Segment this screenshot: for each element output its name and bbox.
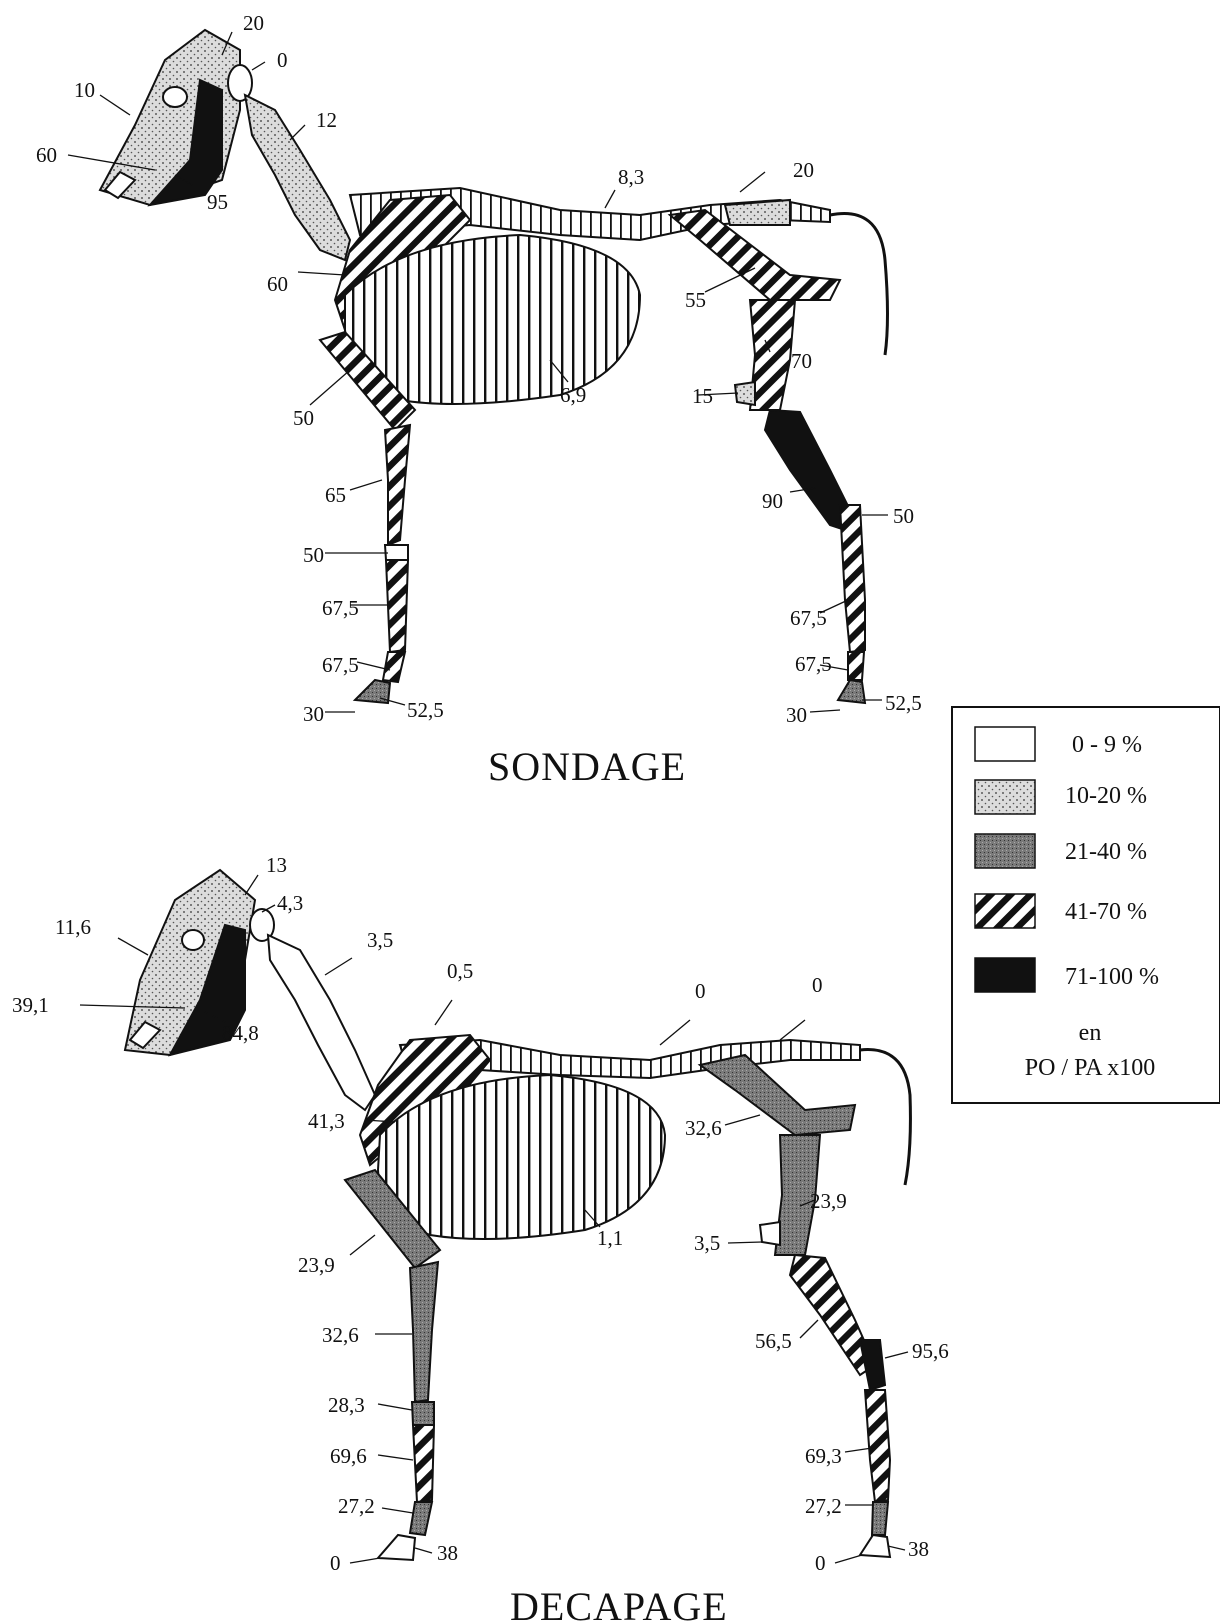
label-back: 8,3 <box>618 165 644 189</box>
label-meta-hind: 67,5 <box>790 606 827 630</box>
label-mandible-b: 84,8 <box>222 1021 259 1045</box>
upper-femur <box>750 300 795 410</box>
label-pelvis: 32,6 <box>685 1116 722 1140</box>
label-pastern-front: 52,5 <box>407 698 444 722</box>
title-decapage: DECAPAGE <box>510 1584 728 1623</box>
label-tibia: 56,5 <box>755 1329 792 1353</box>
label-pastern-hind: 52,5 <box>885 691 922 715</box>
label-scapula-low: 50 <box>293 406 314 430</box>
lower-tibia <box>790 1255 875 1375</box>
label-atlas: 4,3 <box>277 891 303 915</box>
label-meta-hind: 69,3 <box>805 1444 842 1468</box>
upper-skeleton <box>100 30 888 703</box>
label-humerus-low: 23,9 <box>298 1253 335 1277</box>
label-tibia: 90 <box>762 489 783 513</box>
lower-front-hoof <box>378 1535 415 1560</box>
legend: 0 - 9 % 10-20 % 21-40 % 41-70 % 71-100 %… <box>952 707 1220 1103</box>
label-ribs: 6,9 <box>560 383 586 407</box>
label-hoof-hind: 0 <box>815 1551 826 1575</box>
upper-hind-pastern <box>848 652 864 680</box>
label-hock: 50 <box>893 504 914 528</box>
label-sacrum: 20 <box>793 158 814 182</box>
label-neck: 3,5 <box>367 928 393 952</box>
legend-swatch-hatch <box>975 894 1035 928</box>
legend-swatch-grey <box>975 834 1035 868</box>
label-femur: 23,9 <box>810 1189 847 1213</box>
legend-footer-ratio: PO / PA x100 <box>1025 1055 1156 1081</box>
label-neck: 12 <box>316 108 337 132</box>
lower-neck <box>268 935 375 1110</box>
label-patella: 3,5 <box>694 1231 720 1255</box>
label-withers: 60 <box>267 272 288 296</box>
legend-footer-en: en <box>1079 1020 1102 1046</box>
upper-front-cannon <box>386 560 408 652</box>
label-skull: 10 <box>74 78 95 102</box>
label-pastern-front: 38 <box>437 1541 458 1565</box>
label-meta-front: 69,6 <box>330 1444 367 1468</box>
label-back: 0 <box>695 979 706 1003</box>
label-scapula: 41,3 <box>308 1109 345 1133</box>
label-patella: 15 <box>692 384 713 408</box>
legend-label-3: 41-70 % <box>1065 899 1147 925</box>
label-mandible-a: 60 <box>36 143 57 167</box>
label-femur: 70 <box>791 349 812 373</box>
label-humerus: 65 <box>325 483 346 507</box>
label-poll: 13 <box>266 853 287 877</box>
lower-hind-cannon <box>865 1390 890 1502</box>
label-poll: 20 <box>243 11 264 35</box>
lower-hind-hoof <box>860 1535 890 1557</box>
label-ribs: 1,1 <box>597 1226 623 1250</box>
label-atlas: 0 <box>277 48 288 72</box>
legend-swatch-black <box>975 958 1035 992</box>
legend-swatch-white <box>975 727 1035 761</box>
upper-front-pastern <box>383 652 405 682</box>
lower-front-cannon <box>413 1425 434 1502</box>
label-withers: 0,5 <box>447 959 473 983</box>
legend-label-4: 71-100 % <box>1065 964 1159 990</box>
upper-hind-cannon <box>840 505 865 652</box>
lower-orbit <box>182 930 204 950</box>
label-pastern-hind: 38 <box>908 1537 929 1561</box>
label-phalanx-hind: 27,2 <box>805 1494 842 1518</box>
lower-front-pastern <box>410 1502 432 1535</box>
label-hoof-front: 0 <box>330 1551 341 1575</box>
label-phalanx-front: 67,5 <box>322 653 359 677</box>
label-phalanx-front: 27,2 <box>338 1494 375 1518</box>
label-skull: 11,6 <box>55 915 91 939</box>
label-sacrum: 0 <box>812 973 823 997</box>
lower-hind-pastern <box>872 1502 888 1535</box>
lower-front-carpus <box>412 1402 434 1425</box>
legend-label-0: 0 - 9 % <box>1072 732 1142 758</box>
lower-patella <box>760 1222 780 1245</box>
upper-front-carpus <box>385 545 408 560</box>
legend-swatch-dots <box>975 780 1035 814</box>
label-hoof-hind: 30 <box>786 703 807 727</box>
lower-pelvis <box>700 1055 855 1135</box>
upper-front-radius <box>385 425 410 545</box>
label-mandible-a: 39,1 <box>12 993 49 1017</box>
upper-sacrum <box>725 200 790 225</box>
label-hock: 95,6 <box>912 1339 949 1363</box>
lower-skeleton <box>125 870 910 1560</box>
lower-tail <box>860 1050 910 1185</box>
label-pelvis: 55 <box>685 288 706 312</box>
label-carpus: 28,3 <box>328 1393 365 1417</box>
upper-orbit <box>163 87 187 107</box>
label-radius: 50 <box>303 543 324 567</box>
legend-label-1: 10-20 % <box>1065 783 1147 809</box>
label-meta-front: 67,5 <box>322 596 359 620</box>
label-phalanx-hind: 67,5 <box>795 652 832 676</box>
upper-hind-hoof <box>838 680 865 703</box>
label-hoof-front: 30 <box>303 702 324 726</box>
label-radius: 32,6 <box>322 1323 359 1347</box>
legend-label-2: 21-40 % <box>1065 839 1147 865</box>
label-mandible-b: 95 <box>207 190 228 214</box>
lower-front-radius <box>410 1262 438 1402</box>
title-sondage: SONDAGE <box>488 744 686 789</box>
